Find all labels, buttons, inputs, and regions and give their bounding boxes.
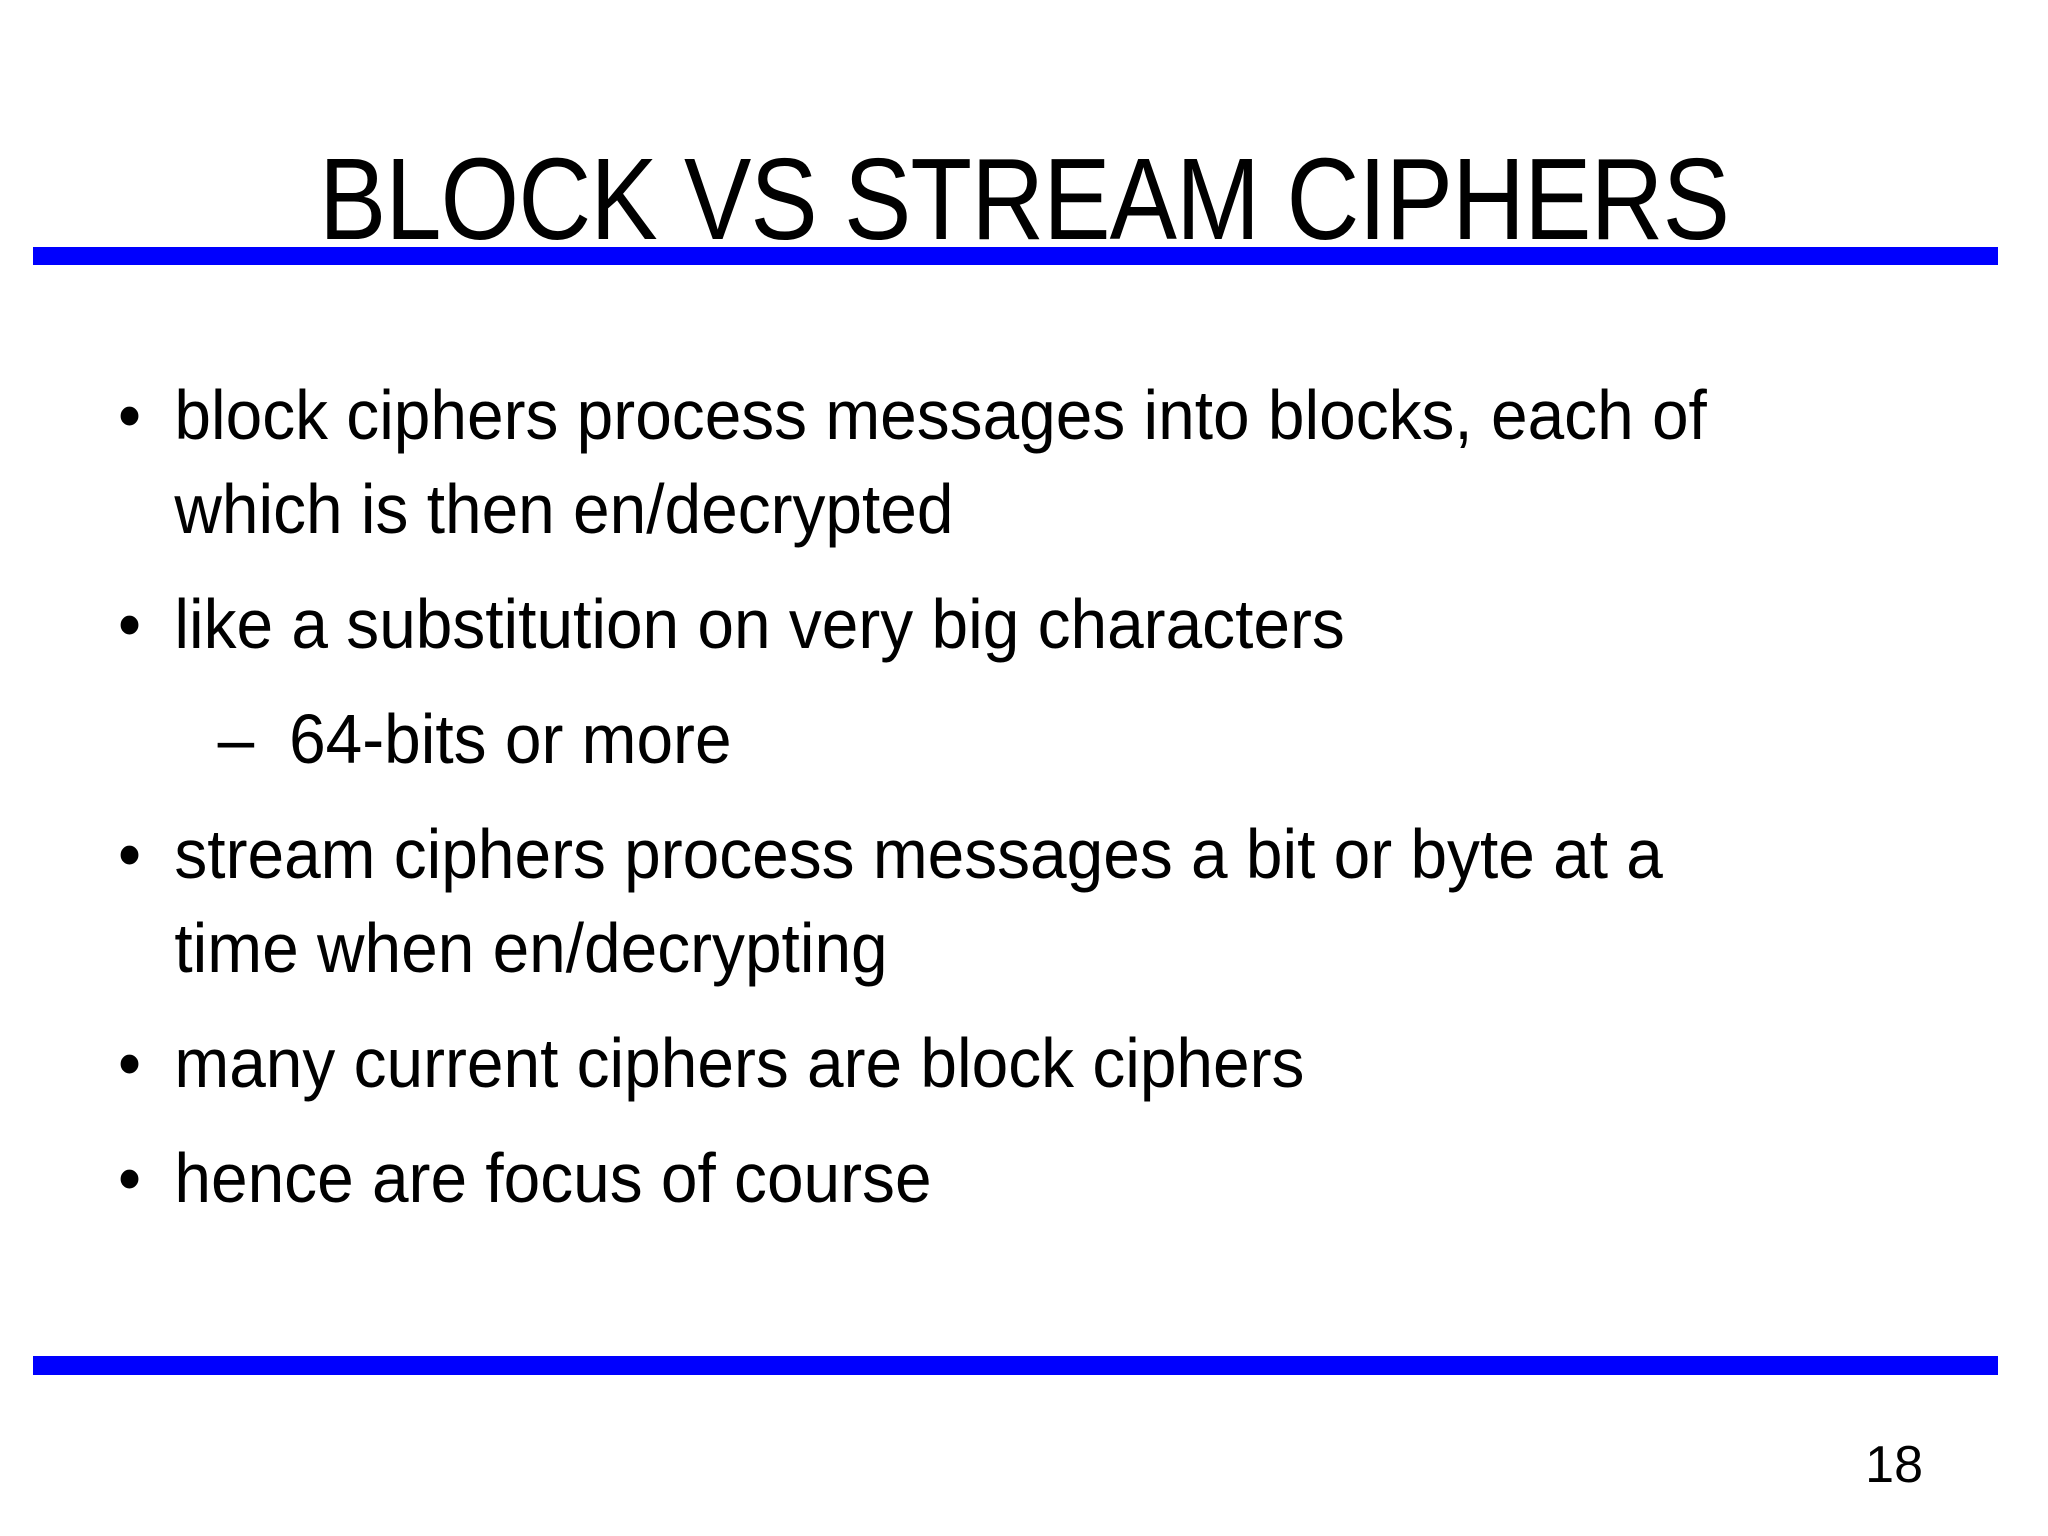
footer-divider-rule	[33, 1356, 1998, 1375]
bullet-item: • many current ciphers are block ciphers	[118, 1016, 1923, 1110]
bullet-text: stream ciphers process messages a bit or…	[174, 815, 1663, 987]
bullet-text: like a substitution on very big characte…	[174, 585, 1345, 663]
bullet-item: • hence are focus of course	[118, 1131, 1923, 1225]
bullet-item: • like a substitution on very big charac…	[118, 577, 1923, 671]
sub-bullet-item: – 64-bits or more	[118, 692, 1923, 786]
bullet-text: hence are focus of course	[174, 1139, 932, 1217]
page-number: 18	[1865, 1436, 1923, 1494]
bullet-text: many current ciphers are block ciphers	[174, 1024, 1305, 1102]
bullet-text: 64-bits or more	[289, 700, 732, 778]
bullet-dot-icon: •	[118, 585, 142, 663]
bullet-dot-icon: •	[118, 376, 142, 454]
bullet-item: • stream ciphers process messages a bit …	[118, 807, 1923, 995]
bullet-dot-icon: •	[118, 1024, 142, 1102]
bullet-dot-icon: •	[118, 815, 142, 893]
bullet-dash-icon: –	[217, 700, 255, 778]
bullet-list: • block ciphers process messages into bl…	[118, 368, 1923, 1246]
bullet-item: • block ciphers process messages into bl…	[118, 368, 1923, 556]
title-divider-rule	[33, 247, 1998, 265]
bullet-dot-icon: •	[118, 1139, 142, 1217]
bullet-text: block ciphers process messages into bloc…	[174, 376, 1707, 548]
slide-title: BLOCK VS STREAM CIPHERS	[318, 133, 1730, 264]
